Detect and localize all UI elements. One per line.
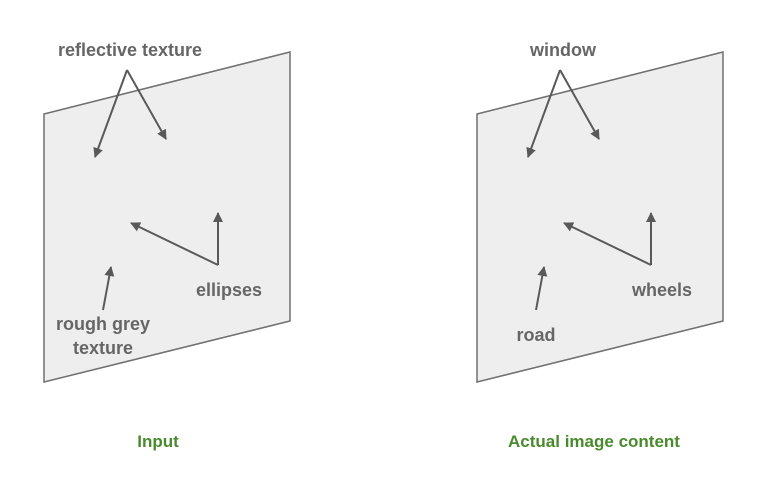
arrow-icon [126,69,167,140]
label-rough-grey: rough grey [56,314,150,334]
arrow-icon [563,222,652,266]
actual-content-panel: window wheels road Actual image content [476,40,724,451]
label-wheels: wheels [631,280,692,300]
ellipses-arrows [130,212,223,266]
label-reflective-texture: reflective texture [58,40,202,60]
wheels-arrows [563,212,656,266]
reflective-texture-arrows [93,69,167,158]
label-road: road [516,325,555,345]
caption-actual-image-content: Actual image content [508,432,680,451]
label-window: window [529,40,597,60]
arrow-icon [93,69,128,158]
actual-image-plane [476,51,724,383]
caption-input: Input [137,432,179,451]
input-panel: reflective texture ellipses rough grey t… [43,40,291,451]
arrow-icon [102,266,115,311]
arrow-icon [526,69,561,158]
label-texture: texture [73,338,133,358]
label-ellipses: ellipses [196,280,262,300]
arrow-icon [130,222,219,266]
window-arrows [526,69,600,158]
arrow-icon [559,69,600,140]
arrow-icon [535,266,548,311]
